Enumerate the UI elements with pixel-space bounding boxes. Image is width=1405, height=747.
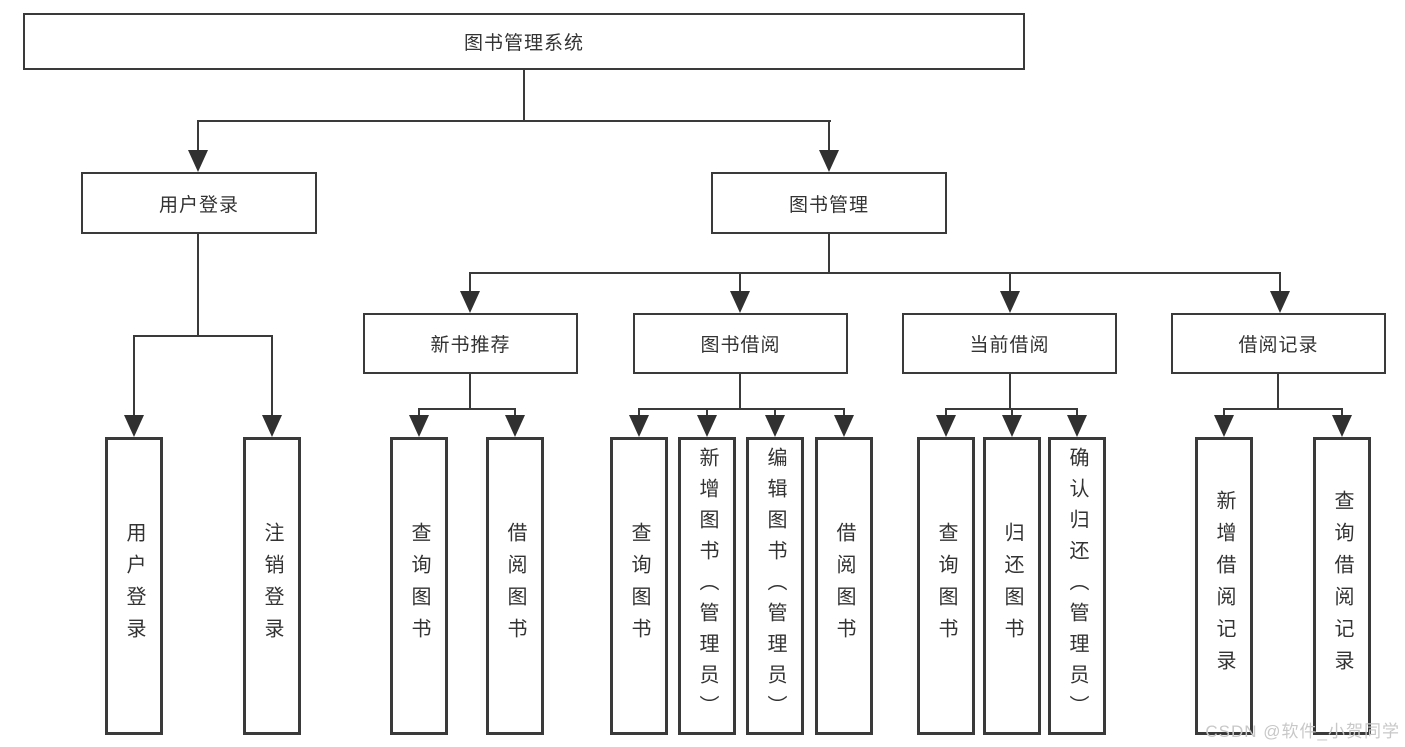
connector-drop-bb-edit: [774, 408, 776, 417]
connector-bb-stem: [739, 374, 741, 409]
connector-nbr-branch: [418, 408, 516, 410]
arrowhead-down-icon: [262, 415, 282, 437]
arrowhead-down-icon: [460, 291, 480, 313]
connector-drop-br-query: [1341, 408, 1343, 417]
node-root-label: 图书管理系统: [463, 33, 584, 54]
connector-bb-branch: [638, 408, 845, 410]
node-borrow-records-label: 借阅记录: [1238, 335, 1319, 356]
node-book-management: 图书管理: [711, 172, 947, 234]
node-leaf-bb-add-book: 新增图书（管理员）: [678, 437, 736, 735]
node-leaf-cb-confirm-return-label: 确认归还（管理员）: [1066, 446, 1088, 726]
arrowhead-down-icon: [1214, 415, 1234, 437]
node-new-book-recommend: 新书推荐: [363, 313, 578, 374]
arrowhead-down-icon: [1002, 415, 1022, 437]
node-book-borrow-label: 图书借阅: [700, 335, 781, 356]
node-user-login-label: 用户登录: [158, 194, 239, 216]
connector-nbr-stem: [469, 374, 471, 409]
node-leaf-bb-add-book-label: 新增图书（管理员）: [696, 446, 718, 726]
arrowhead-down-icon: [834, 415, 854, 437]
arrowhead-down-icon: [697, 415, 717, 437]
node-user-login: 用户登录: [81, 172, 317, 234]
connector-drop-book-borrow: [739, 272, 741, 293]
node-book-management-label: 图书管理: [788, 194, 869, 216]
node-book-borrow: 图书借阅: [633, 313, 848, 374]
arrowhead-down-icon: [409, 415, 429, 437]
node-leaf-br-query-record-label: 查询借阅记录: [1331, 490, 1353, 682]
connector-drop-nbr-query: [418, 408, 420, 417]
node-root: 图书管理系统: [23, 13, 1025, 70]
connector-root-stem: [523, 70, 525, 122]
node-leaf-user-login-label: 用户登录: [123, 522, 145, 650]
connector-drop-cb-confirm: [1076, 408, 1078, 417]
connector-br-stem: [1277, 374, 1279, 409]
node-current-borrow: 当前借阅: [902, 313, 1117, 374]
connector-book-mgmt-branch: [469, 272, 1281, 274]
arrowhead-down-icon: [819, 150, 839, 172]
node-current-borrow-label: 当前借阅: [969, 335, 1050, 356]
connector-drop-borrow-records: [1279, 272, 1281, 293]
node-leaf-nbr-borrow-book-label: 借阅图书: [504, 522, 526, 650]
node-leaf-bb-edit-book-label: 编辑图书（管理员）: [764, 446, 786, 726]
connector-drop-nbr-borrow: [514, 408, 516, 417]
arrowhead-down-icon: [124, 415, 144, 437]
node-borrow-records: 借阅记录: [1171, 313, 1386, 374]
node-leaf-nbr-query-book-label: 查询图书: [408, 522, 430, 650]
connector-user-login-stem: [197, 234, 199, 336]
arrowhead-down-icon: [936, 415, 956, 437]
node-leaf-cb-query-book: 查询图书: [917, 437, 975, 735]
arrowhead-down-icon: [730, 291, 750, 313]
arrowhead-down-icon: [188, 150, 208, 172]
arrowhead-down-icon: [1000, 291, 1020, 313]
node-leaf-bb-borrow-book: 借阅图书: [815, 437, 873, 735]
connector-drop-user-login: [197, 120, 199, 152]
node-new-book-recommend-label: 新书推荐: [430, 335, 511, 356]
arrowhead-down-icon: [765, 415, 785, 437]
node-leaf-br-add-record-label: 新增借阅记录: [1213, 490, 1235, 682]
connector-br-branch: [1223, 408, 1343, 410]
arrowhead-down-icon: [505, 415, 525, 437]
node-leaf-logout: 注销登录: [243, 437, 301, 735]
node-leaf-bb-query-book-label: 查询图书: [628, 522, 650, 650]
connector-drop-book-mgmt: [828, 120, 830, 152]
node-leaf-cb-return-book-label: 归还图书: [1001, 522, 1023, 650]
connector-root-branch: [197, 120, 831, 122]
csdn-watermark: CSDN @软件_小贺同学: [1205, 722, 1400, 741]
connector-drop-br-add: [1223, 408, 1225, 417]
node-leaf-cb-return-book: 归还图书: [983, 437, 1041, 735]
connector-drop-current-borrow: [1009, 272, 1011, 293]
connector-drop-bb-borrow: [843, 408, 845, 417]
node-leaf-br-add-record: 新增借阅记录: [1195, 437, 1253, 735]
connector-book-mgmt-stem: [828, 234, 830, 274]
arrowhead-down-icon: [629, 415, 649, 437]
connector-drop-leaf-logout: [271, 335, 273, 417]
node-leaf-br-query-record: 查询借阅记录: [1313, 437, 1371, 735]
node-leaf-nbr-borrow-book: 借阅图书: [486, 437, 544, 735]
connector-user-login-branch: [133, 335, 273, 337]
node-leaf-user-login: 用户登录: [105, 437, 163, 735]
node-leaf-logout-label: 注销登录: [261, 522, 283, 650]
connector-drop-leaf-login: [133, 335, 135, 417]
node-leaf-nbr-query-book: 查询图书: [390, 437, 448, 735]
node-leaf-bb-edit-book: 编辑图书（管理员）: [746, 437, 804, 735]
connector-drop-cb-query: [945, 408, 947, 417]
connector-cb-stem: [1009, 374, 1011, 409]
node-leaf-bb-borrow-book-label: 借阅图书: [833, 522, 855, 650]
connector-drop-bb-query: [638, 408, 640, 417]
node-leaf-cb-query-book-label: 查询图书: [935, 522, 957, 650]
node-leaf-bb-query-book: 查询图书: [610, 437, 668, 735]
arrowhead-down-icon: [1270, 291, 1290, 313]
connector-drop-new-book-rec: [469, 272, 471, 293]
connector-drop-bb-add: [706, 408, 708, 417]
connector-drop-cb-return: [1011, 408, 1013, 417]
arrowhead-down-icon: [1332, 415, 1352, 437]
arrowhead-down-icon: [1067, 415, 1087, 437]
node-leaf-cb-confirm-return: 确认归还（管理员）: [1048, 437, 1106, 735]
